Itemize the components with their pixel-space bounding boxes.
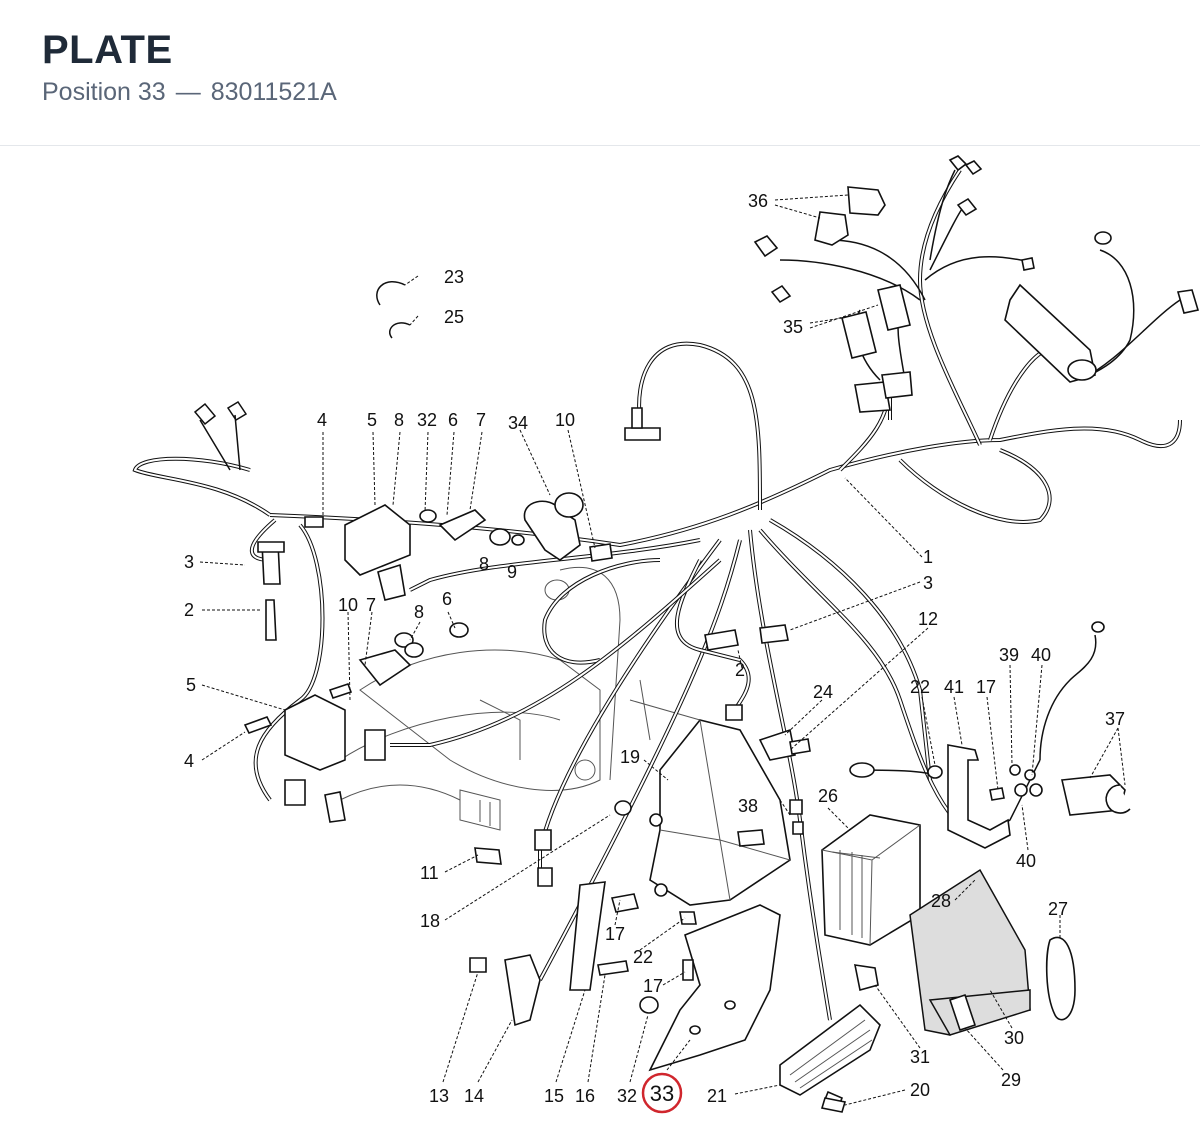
- callout-32[interactable]: 32: [417, 410, 437, 430]
- page-title: PLATE: [42, 28, 173, 72]
- callout-37[interactable]: 37: [1105, 709, 1125, 729]
- subtitle-separator: —: [175, 78, 201, 106]
- lower-fasteners: [469, 829, 640, 1027]
- callout-24[interactable]: 24: [813, 682, 833, 702]
- callout-39[interactable]: 39: [999, 645, 1019, 665]
- bolt-20: [820, 1097, 847, 1113]
- callout-4[interactable]: 4: [184, 751, 194, 771]
- callout-13[interactable]: 13: [429, 1086, 449, 1106]
- leader-lines: [199, 194, 1126, 1106]
- part-number: 83011521A: [210, 78, 337, 106]
- relays: [841, 284, 913, 413]
- callout-6[interactable]: 6: [442, 589, 452, 609]
- spark-plug-left: [257, 541, 285, 641]
- callout-25[interactable]: 25: [444, 307, 464, 327]
- plate-33: [639, 904, 781, 1072]
- callout-26[interactable]: 26: [818, 786, 838, 806]
- callout-34[interactable]: 34: [508, 413, 528, 433]
- callout-36[interactable]: 36: [748, 191, 768, 211]
- callout-16[interactable]: 16: [575, 1086, 595, 1106]
- callout-7[interactable]: 7: [366, 595, 376, 615]
- sensor-bracket: [489, 492, 613, 562]
- callout-27[interactable]: 27: [1048, 899, 1068, 919]
- callout-6[interactable]: 6: [448, 410, 458, 430]
- callout-32[interactable]: 32: [617, 1086, 637, 1106]
- callout-28[interactable]: 28: [931, 891, 951, 911]
- ignition-coil-lower: [243, 622, 469, 771]
- callout-15[interactable]: 15: [544, 1086, 564, 1106]
- callout-35[interactable]: 35: [783, 317, 803, 337]
- callout-40[interactable]: 40: [1031, 645, 1051, 665]
- callout-17[interactable]: 17: [605, 924, 625, 944]
- callout-5[interactable]: 5: [186, 675, 196, 695]
- callout-1[interactable]: 1: [923, 547, 933, 567]
- callout-18[interactable]: 18: [420, 911, 440, 931]
- callout-20[interactable]: 20: [910, 1080, 930, 1100]
- callout-12[interactable]: 12: [918, 609, 938, 629]
- callout-10[interactable]: 10: [555, 410, 575, 430]
- callout-11[interactable]: 11: [420, 863, 439, 883]
- callout-40[interactable]: 40: [1016, 851, 1036, 871]
- callout-3[interactable]: 3: [923, 573, 933, 593]
- callout-22[interactable]: 22: [633, 947, 653, 967]
- connector-caps: [753, 155, 1200, 314]
- callout-3[interactable]: 3: [184, 552, 194, 572]
- spark-cap-lower: [284, 729, 386, 823]
- battery-strap: [1045, 936, 1076, 1021]
- callout-17[interactable]: 17: [643, 976, 663, 996]
- callout-8[interactable]: 8: [394, 410, 404, 430]
- callout-labels: 36 23 25 35 4 5 8 32 6 7 34 10 3 2 8 9 1…: [184, 191, 1125, 1114]
- callout-22[interactable]: 22: [910, 677, 930, 697]
- ignition-coil-upper: [304, 504, 487, 601]
- callout-21[interactable]: 21: [707, 1086, 727, 1106]
- bracket-19: [614, 719, 791, 925]
- solenoid-bracket: [927, 621, 1131, 849]
- callout-17[interactable]: 17: [976, 677, 996, 697]
- cable-clips: [376, 281, 411, 339]
- diagram-canvas: 36 23 25 35 4 5 8 32 6 7 34 10 3 2 8 9 1…: [132, 155, 1200, 1114]
- callout-31[interactable]: 31: [910, 1047, 930, 1067]
- callout-41[interactable]: 41: [944, 677, 964, 697]
- callout-2[interactable]: 2: [184, 600, 194, 620]
- page-header: PLATE Position 33 — 83011521A: [0, 0, 1200, 146]
- sensor-mid: [704, 624, 789, 721]
- callout-30[interactable]: 30: [1004, 1028, 1024, 1048]
- callout-14[interactable]: 14: [464, 1086, 484, 1106]
- callout-4[interactable]: 4: [317, 410, 327, 430]
- callout-10[interactable]: 10: [338, 595, 358, 615]
- fuse-box: [1004, 283, 1097, 383]
- callout-23[interactable]: 23: [444, 267, 464, 287]
- part-subtitle: Position 33 — 83011521A: [42, 78, 337, 107]
- callout-8[interactable]: 8: [414, 602, 424, 622]
- callout-33-highlighted[interactable]: 33: [650, 1081, 674, 1106]
- exploded-parts-diagram: 36 23 25 35 4 5 8 32 6 7 34 10 3 2 8 9 1…: [0, 147, 1200, 1133]
- callout-7[interactable]: 7: [476, 410, 486, 430]
- callout-29[interactable]: 29: [1001, 1070, 1021, 1090]
- position-label: Position 33: [42, 78, 166, 106]
- callout-9[interactable]: 9: [507, 562, 517, 582]
- fuse-bracket: [758, 728, 811, 835]
- callout-8[interactable]: 8: [479, 554, 489, 574]
- highlight-ring: [641, 1072, 683, 1114]
- plug-connector: [624, 407, 661, 441]
- callout-2[interactable]: 2: [735, 660, 745, 680]
- callout-38[interactable]: 38: [738, 796, 758, 816]
- frame-outline: [339, 566, 701, 831]
- callout-5[interactable]: 5: [367, 410, 377, 430]
- callout-19[interactable]: 19: [620, 747, 640, 767]
